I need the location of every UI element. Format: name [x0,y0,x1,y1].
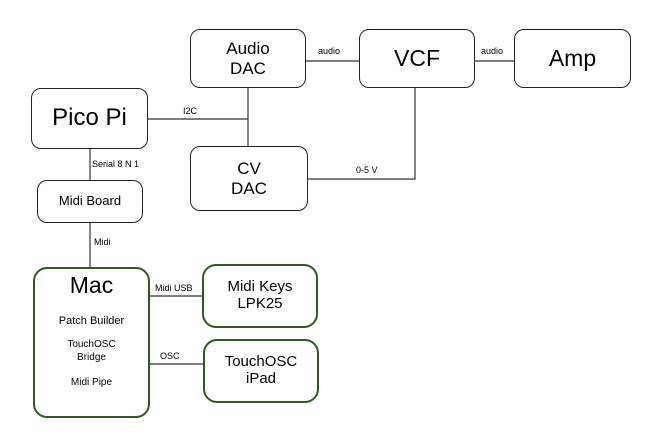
audio-dac-line-2: DAC [230,58,266,78]
amp-label: Amp [548,44,597,71]
audio-dac-line-1: Audio [226,39,270,59]
midi-keys-line-1: Midi Keys [227,278,293,296]
vcf-label: VCF [394,44,440,71]
edge-label-audio-2: audio [481,46,504,56]
mac-item-bridge: Bridge [77,352,106,364]
pico-pi-label: Pico Pi [52,104,127,132]
midi-keys-node: Midi Keys LPK25 [202,264,318,328]
amp-node: Amp [514,29,631,88]
edge-label-osc: OSC [160,351,180,361]
vcf-node: VCF [359,29,475,88]
mac-title: Mac [69,272,114,298]
edge-label-midi-usb: Midi USB [155,283,193,293]
edge-label-i2c: I2C [183,106,198,116]
edge-label-serial: Serial 8 N 1 [92,159,140,169]
touchosc-ipad-line-1: TouchOSC [224,353,298,371]
midi-board-label: Midi Board [58,193,122,209]
mac-item-touchosc: TouchOSC [67,339,116,351]
cv-dac-node: CV DAC [190,146,308,211]
edge-label-cv-range: 0-5 V [356,165,378,175]
audio-dac-node: Audio DAC [190,29,306,88]
touchosc-ipad-line-2: iPad [245,370,277,387]
midi-keys-line-2: LPK25 [237,295,283,312]
mac-node: Mac Patch Builder TouchOSC Bridge Midi P… [33,267,150,418]
mac-item-patch-builder: Patch Builder [58,315,125,328]
cv-dac-line-2: DAC [231,178,267,198]
wire-vcf-cv [307,88,416,180]
touchosc-ipad-node: TouchOSC iPad [203,339,319,403]
midi-board-node: Midi Board [37,180,143,223]
edge-label-midi: Midi [94,237,111,247]
pico-pi-node: Pico Pi [31,88,148,149]
cv-dac-line-1: CV [237,159,261,179]
edge-label-audio-1: audio [318,46,341,56]
mac-item-midi-pipe: Midi Pipe [70,377,113,389]
